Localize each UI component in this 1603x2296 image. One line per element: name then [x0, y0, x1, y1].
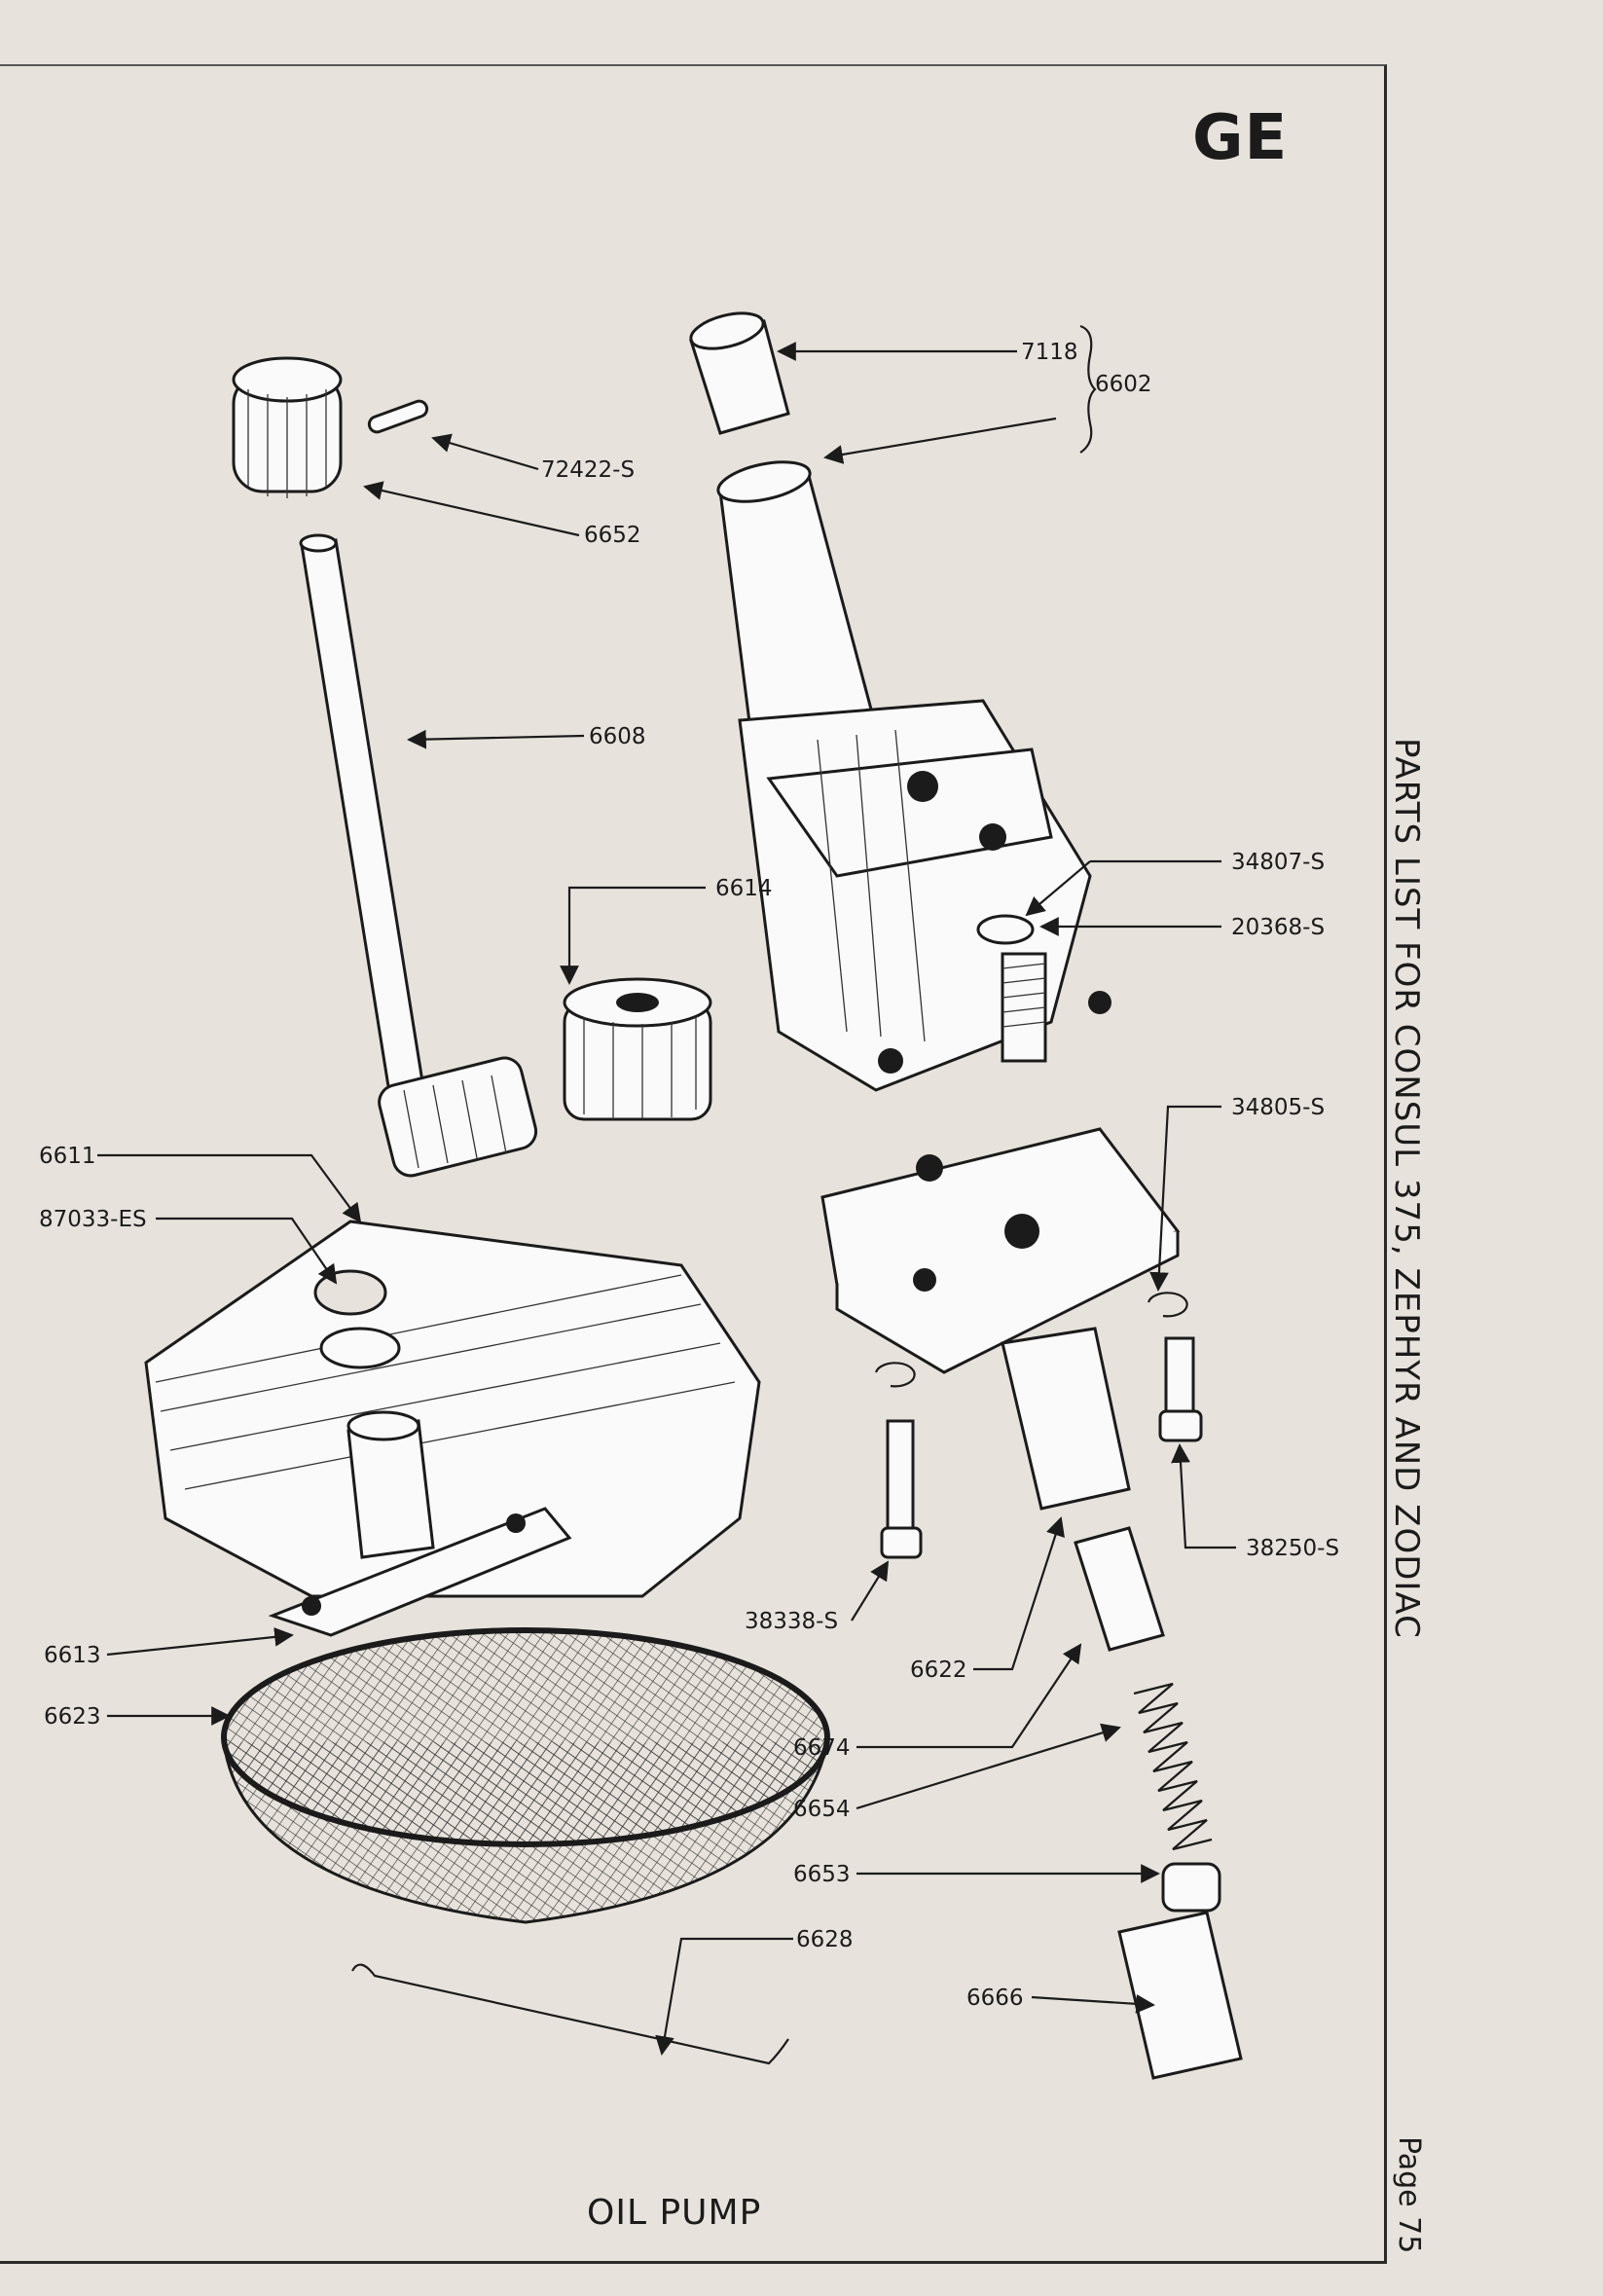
callout-6623: 6623 [44, 1704, 101, 1730]
sleeve-6666 [1117, 1911, 1243, 2080]
circlip-34805-s [1147, 1292, 1188, 1318]
callout-6653: 6653 [793, 1862, 851, 1887]
cover-plate [820, 1127, 1181, 1511]
callout-20368-s: 20368-S [1231, 915, 1325, 940]
callout-6674: 6674 [793, 1735, 851, 1761]
callout-7118: 7118 [1021, 340, 1078, 365]
section-code: GE [1192, 102, 1289, 174]
callout-6608: 6608 [589, 724, 646, 749]
idler-gear-6614 [563, 977, 712, 1121]
relief-spring-6654 [1133, 1682, 1213, 1851]
pump-body-6602 [716, 460, 1111, 1092]
callout-6628: 6628 [796, 1927, 854, 1952]
circlip-lower [874, 1362, 916, 1388]
callout-87033-es: 87033-ES [39, 1207, 147, 1232]
callout-38250-s: 38250-S [1246, 1536, 1339, 1561]
pipe-6613 [268, 1410, 572, 1637]
callout-34807-s: 34807-S [1231, 850, 1325, 875]
callout-6613: 6613 [44, 1643, 101, 1668]
drive-gear-6652 [232, 356, 343, 498]
callout-6614: 6614 [715, 876, 773, 901]
callout-6622: 6622 [910, 1658, 967, 1683]
callout-6611: 6611 [39, 1144, 96, 1169]
callout-6654: 6654 [793, 1797, 851, 1822]
lock-washer-20368-s [976, 914, 1035, 945]
callout-6602: 6602 [1095, 372, 1152, 397]
screw-38338-s [880, 1419, 923, 1559]
spring-cup-6653 [1161, 1862, 1221, 1913]
plunger-6674 [1074, 1526, 1165, 1652]
leader-lines [97, 324, 1236, 2056]
page-border [0, 64, 1387, 2264]
strainer-screen-6623 [221, 1627, 830, 1924]
screw-38250-s [1158, 1336, 1203, 1442]
callout-6666: 6666 [966, 1986, 1024, 2011]
shaft-6608 [299, 533, 538, 1178]
housing-6611 [144, 1220, 761, 1598]
callout-labels: 7118 6602 72422-S 6652 6608 6614 34807-S… [39, 340, 1339, 2011]
retaining-clip-6628 [351, 1963, 789, 2065]
callout-72422-s: 72422-S [541, 457, 635, 483]
callout-38338-s: 38338-S [745, 1609, 838, 1634]
pin-72422-s [367, 399, 429, 434]
callout-6652: 6652 [584, 523, 641, 548]
washer-87033-es [313, 1269, 387, 1316]
diagram-caption: OIL PUMP [587, 2193, 762, 2233]
callout-34805-s: 34805-S [1231, 1095, 1325, 1120]
bush-7118 [689, 311, 790, 435]
